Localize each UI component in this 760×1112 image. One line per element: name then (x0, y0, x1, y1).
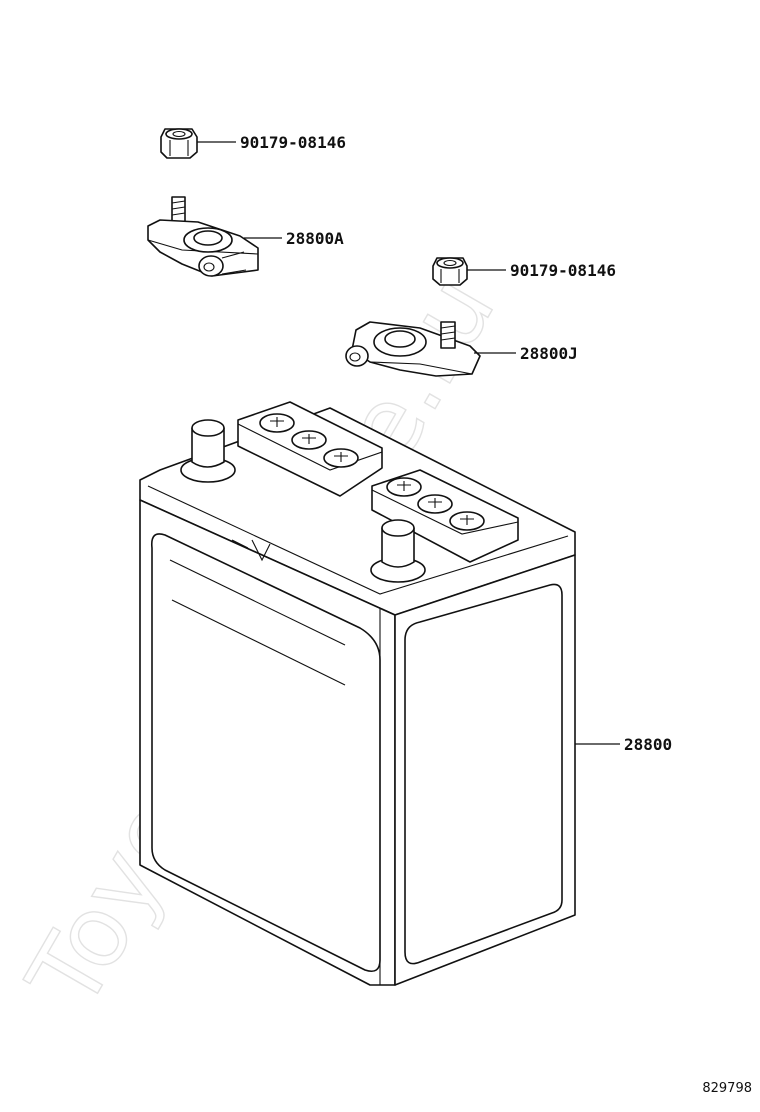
battery-label[interactable]: 28800 (624, 735, 672, 754)
terminal-j-drawing (345, 321, 481, 377)
nut-2-label[interactable]: 90179-08146 (510, 261, 616, 280)
battery-drawing (139, 401, 576, 986)
nut-1-drawing (160, 128, 198, 159)
nut-1-label[interactable]: 90179-08146 (240, 133, 346, 152)
terminal-j-label[interactable]: 28800J (520, 344, 578, 363)
diagram-number: 829798 (702, 1081, 752, 1096)
nut-2-drawing (432, 257, 468, 286)
terminal-a-label[interactable]: 28800A (286, 229, 344, 248)
terminal-a-drawing (147, 196, 259, 277)
